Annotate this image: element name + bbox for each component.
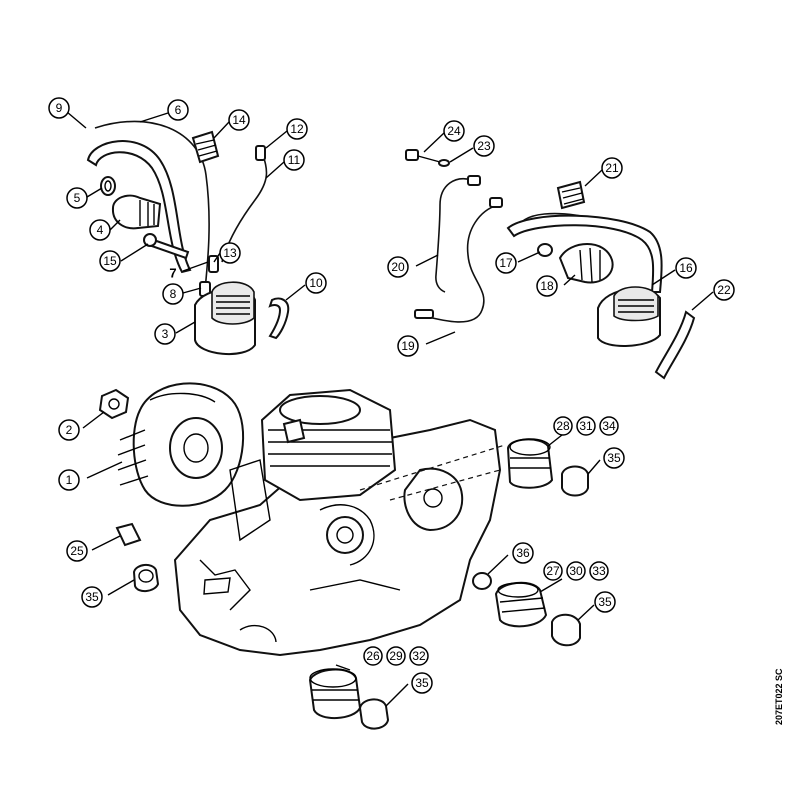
ignition-module-group [86, 120, 290, 356]
callout-5: 5 [66, 187, 88, 209]
callout-12: 12 [286, 118, 308, 140]
svg-text:5: 5 [74, 191, 81, 205]
callout-36: 36 [512, 542, 534, 564]
callout-28-31-34: 28 31 34 [553, 416, 619, 436]
svg-text:11: 11 [288, 153, 301, 167]
svg-text:12: 12 [290, 122, 304, 136]
svg-text:2: 2 [66, 423, 73, 437]
callout-13: 13 [219, 242, 241, 264]
callout-8: 8 [162, 283, 184, 305]
ignition-module-group-right [405, 149, 696, 380]
callout-26-29-32: 26 29 32 [363, 646, 429, 666]
svg-text:18: 18 [540, 279, 554, 293]
svg-text:6: 6 [175, 103, 182, 117]
callout-4: 4 [89, 219, 111, 241]
callout-7: 7 [169, 266, 176, 281]
crankcase-group [173, 388, 506, 657]
svg-text:1: 1 [66, 473, 73, 487]
svg-text:16: 16 [679, 261, 693, 275]
callout-1: 1 [58, 469, 80, 491]
callout-21: 21 [601, 157, 623, 179]
callout-15: 15 [99, 250, 121, 272]
svg-text:25: 25 [70, 544, 84, 558]
callout-20: 20 [387, 256, 409, 278]
svg-text:14: 14 [232, 113, 246, 127]
callout-35-d: 35 [411, 672, 433, 694]
callout-23: 23 [473, 135, 495, 157]
callout-2: 2 [58, 419, 80, 441]
svg-text:30: 30 [569, 564, 583, 578]
svg-text:35: 35 [415, 676, 429, 690]
callout-labels: 9 6 14 12 11 5 4 15 13 7 8 10 3 24 23 21… [48, 97, 735, 694]
callout-19: 19 [397, 335, 419, 357]
leader-lines [66, 111, 714, 707]
svg-text:9: 9 [56, 101, 63, 115]
svg-text:34: 34 [602, 419, 616, 433]
callout-27-30-33: 27 30 33 [543, 561, 609, 581]
svg-text:24: 24 [447, 124, 461, 138]
callout-16: 16 [675, 257, 697, 279]
callout-3: 3 [154, 323, 176, 345]
svg-text:22: 22 [717, 283, 731, 297]
callout-22: 22 [713, 279, 735, 301]
svg-text:3: 3 [162, 327, 169, 341]
callout-35-b: 35 [81, 586, 103, 608]
svg-text:21: 21 [605, 161, 619, 175]
svg-text:36: 36 [516, 546, 530, 560]
svg-text:15: 15 [103, 254, 117, 268]
svg-text:32: 32 [412, 649, 426, 663]
svg-text:29: 29 [389, 649, 403, 663]
svg-text:20: 20 [391, 260, 405, 274]
callout-35-c: 35 [594, 591, 616, 613]
svg-text:28: 28 [556, 419, 570, 433]
svg-text:7: 7 [169, 266, 176, 281]
svg-text:33: 33 [592, 564, 606, 578]
svg-text:27: 27 [546, 564, 560, 578]
callout-11: 11 [283, 149, 305, 171]
callout-18: 18 [536, 275, 558, 297]
flywheel-group [98, 382, 245, 507]
svg-text:10: 10 [309, 276, 323, 290]
callout-9: 9 [48, 97, 70, 119]
callout-17: 17 [495, 252, 517, 274]
callout-6: 6 [167, 99, 189, 121]
callout-35-a: 35 [603, 447, 625, 469]
svg-text:35: 35 [607, 451, 621, 465]
reference-code: 207ET022 SC [774, 668, 784, 725]
svg-text:17: 17 [499, 256, 513, 270]
callout-10: 10 [305, 272, 327, 294]
svg-text:35: 35 [598, 595, 612, 609]
svg-text:23: 23 [477, 139, 491, 153]
svg-text:4: 4 [97, 223, 104, 237]
svg-text:8: 8 [170, 287, 177, 301]
callout-14: 14 [228, 109, 250, 131]
svg-text:26: 26 [366, 649, 380, 663]
svg-text:19: 19 [401, 339, 415, 353]
svg-text:13: 13 [223, 246, 237, 260]
callout-24: 24 [443, 120, 465, 142]
svg-text:31: 31 [579, 419, 593, 433]
svg-text:35: 35 [85, 590, 99, 604]
callout-25: 25 [66, 540, 88, 562]
seals-group [115, 438, 589, 730]
